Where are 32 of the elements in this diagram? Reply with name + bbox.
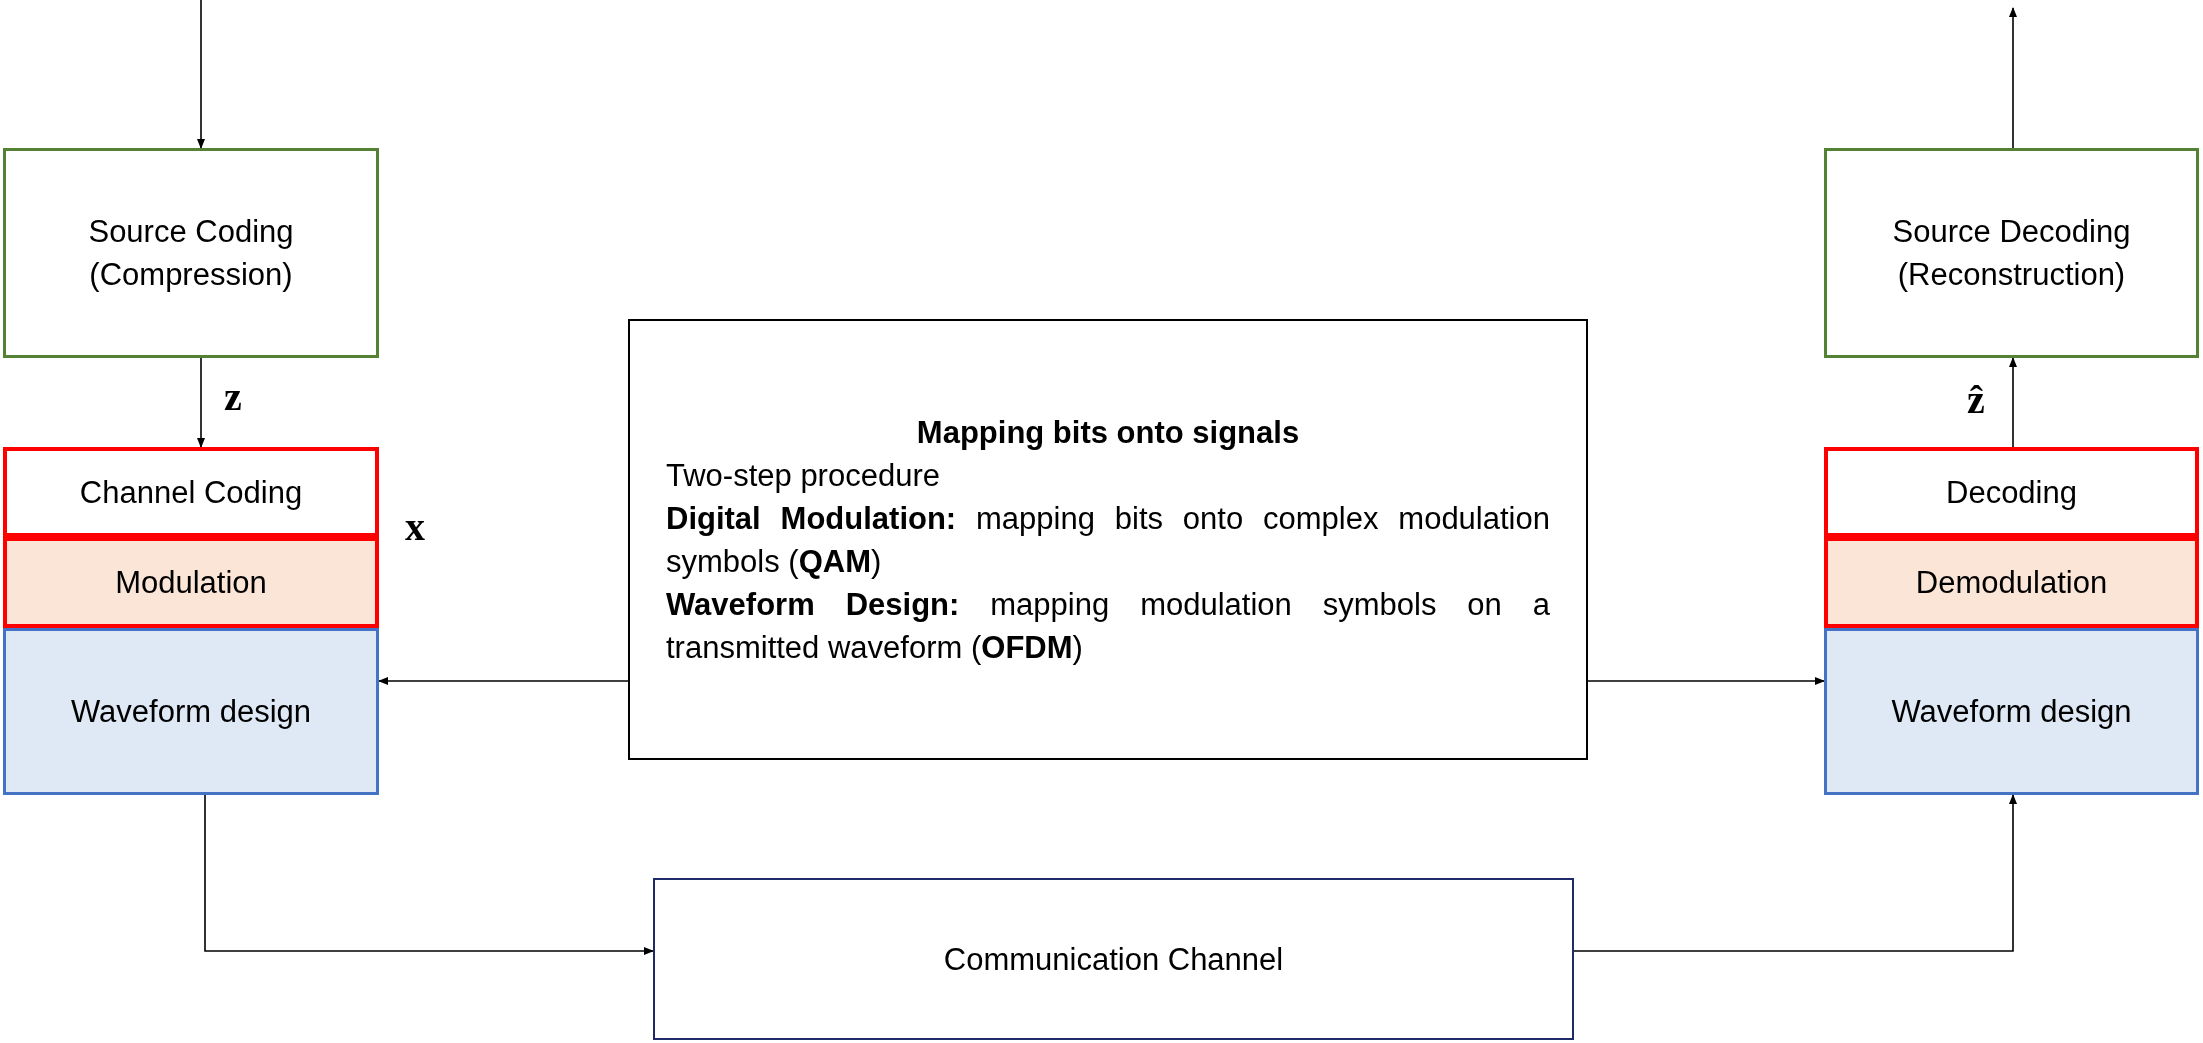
box-label: Communication Channel <box>942 940 1285 979</box>
arrow <box>1587 677 1825 685</box>
process-box <box>3 537 379 628</box>
box-text: Two-step procedure <box>666 456 941 495</box>
box-label: Channel Coding <box>78 473 304 512</box>
process-box <box>1824 537 2199 628</box>
description-box <box>628 319 1588 760</box>
process-box <box>3 628 379 795</box>
process-box <box>3 148 379 358</box>
process-box <box>1824 628 2199 795</box>
box-label: Demodulation <box>1914 564 2109 602</box>
box-label: Waveform design <box>1890 693 2133 731</box>
box-label: Waveform design <box>69 693 313 731</box>
arrow <box>2009 357 2017 448</box>
arrow <box>197 0 205 149</box>
arrow <box>2009 7 2017 149</box>
arrow <box>204 794 654 955</box>
box-text: Waveform Design: mapping modulation symbols on a transmitted waveform (OFDM) <box>666 585 1550 667</box>
box-label: Source Coding (Compression) <box>87 213 295 294</box>
box-label: Modulation <box>114 564 268 602</box>
process-box <box>653 878 1574 1040</box>
arrow <box>378 677 629 685</box>
process-box <box>3 447 379 537</box>
box-heading: Mapping bits onto signals <box>915 413 1301 452</box>
arrow <box>197 357 205 448</box>
arrow <box>1573 794 2017 952</box>
box-label: Decoding <box>1945 473 2078 512</box>
process-box <box>1824 447 2199 537</box>
box-label: Source Decoding (Reconstruction) <box>1891 213 2132 294</box>
box-text: Digital Modulation: mapping bits onto complex modulation symbols (QAM) <box>666 499 1550 581</box>
process-box <box>1824 148 2199 358</box>
signal-label: x <box>405 505 425 549</box>
